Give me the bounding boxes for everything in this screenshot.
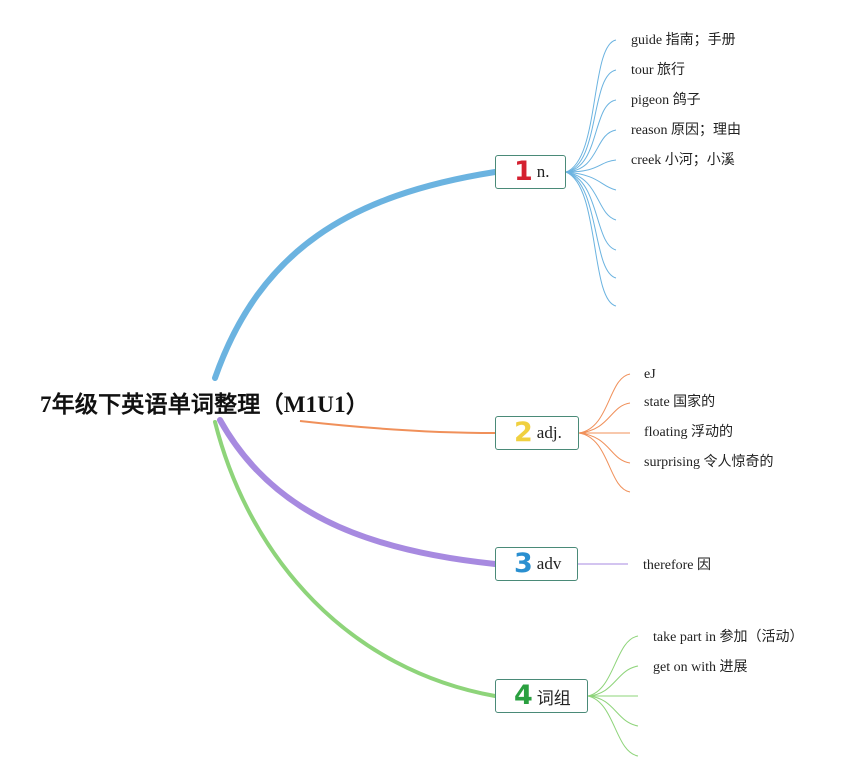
- leaf-item[interactable]: therefore 因: [643, 558, 712, 573]
- leaf-item[interactable]: tour 旅行: [631, 63, 686, 78]
- branch-label: n.: [536, 162, 550, 181]
- leaf-item[interactable]: get on with 进展: [653, 660, 748, 675]
- branch-label: adv: [536, 554, 562, 573]
- leaf-item[interactable]: surprising 令人惊奇的: [644, 455, 774, 470]
- branch-1-line: [212, 169, 498, 381]
- number-4-icon: 4: [514, 680, 533, 711]
- leaf-item[interactable]: pigeon 鸽子: [631, 93, 701, 108]
- branch-node-adjectives[interactable]: 2 adj.: [495, 416, 579, 450]
- number-2-icon: 2: [514, 417, 533, 448]
- leaf-item[interactable]: take part in 参加（活动）: [653, 630, 804, 645]
- branch-3-line: [217, 417, 498, 567]
- branch-label: adj.: [536, 423, 562, 442]
- leaf-item[interactable]: state 国家的: [644, 395, 716, 410]
- branch-node-nouns[interactable]: 1 n.: [495, 155, 566, 189]
- branch-node-phrases[interactable]: 4 词组: [495, 679, 588, 713]
- leaf-item[interactable]: eJ: [644, 367, 656, 382]
- branch-1-leaf-lines: [565, 39, 617, 307]
- root-topic[interactable]: 7年级下英语单词整理（M1U1）: [40, 392, 370, 417]
- leaf-item[interactable]: creek 小河；小溪: [631, 153, 735, 168]
- leaf-item[interactable]: floating 浮动的: [644, 425, 734, 440]
- branch-2-line: [299, 420, 496, 434]
- number-1-icon: 1: [514, 156, 533, 187]
- branch-4-leaf-lines: [587, 635, 639, 757]
- branch-2-leaf-lines: [578, 373, 631, 493]
- branch-node-adverbs[interactable]: 3 adv: [495, 547, 578, 581]
- branch-label: 词组: [536, 688, 571, 708]
- leaf-item[interactable]: guide 指南；手册: [631, 33, 736, 48]
- leaf-item[interactable]: reason 原因；理由: [631, 123, 742, 138]
- number-3-icon: 3: [514, 548, 533, 579]
- branch-4-line: [213, 420, 497, 698]
